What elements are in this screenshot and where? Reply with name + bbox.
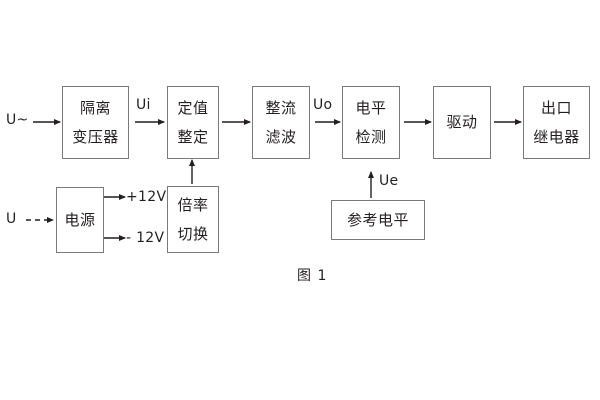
block-ratio-switch-line2: 切换: [177, 224, 209, 243]
block-level-detect-line2: 检测: [355, 127, 387, 146]
block-drive-line1: 驱动: [446, 113, 478, 131]
block-ratio-switch: 倍率 切换: [167, 186, 219, 253]
block-isolation-transformer-line1: 隔离: [79, 98, 111, 117]
block-reference-level: 参考电平: [331, 200, 425, 240]
block-level-detect-line1: 电平: [355, 98, 387, 117]
block-output-relay-line2: 继电器: [533, 127, 580, 146]
label-uo: Uo: [313, 97, 333, 113]
block-level-detect: 电平 检测: [342, 86, 400, 159]
block-output-relay-line1: 出口: [540, 98, 572, 117]
block-setting-value: 定值 整定: [167, 86, 219, 159]
block-setting-value-line2: 整定: [177, 127, 209, 146]
block-reference-level-line1: 参考电平: [346, 210, 409, 229]
block-isolation-transformer-line2: 变压器: [72, 127, 119, 146]
figure-caption: 图 1: [297, 268, 328, 284]
block-output-relay: 出口 继电器: [523, 86, 590, 159]
block-setting-value-line1: 定值: [177, 98, 209, 117]
block-isolation-transformer: 隔离 变压器: [62, 86, 129, 159]
label-minus-12v: - 12V: [126, 230, 165, 246]
label-plus-12v: +12V: [126, 189, 167, 205]
block-rectify-filter-line1: 整流: [265, 98, 297, 117]
block-rectify-filter: 整流 滤波: [252, 86, 310, 159]
block-ratio-switch-line1: 倍率: [177, 195, 209, 214]
label-input-dc: U: [6, 211, 17, 227]
block-power-supply: 电源: [56, 187, 104, 253]
block-drive: 驱动: [433, 86, 491, 159]
label-ue: Ue: [379, 173, 399, 189]
block-power-supply-line1: 电源: [64, 210, 96, 229]
block-rectify-filter-line2: 滤波: [265, 127, 297, 146]
label-input-ac: U~: [6, 112, 29, 128]
label-ui: Ui: [136, 97, 151, 113]
